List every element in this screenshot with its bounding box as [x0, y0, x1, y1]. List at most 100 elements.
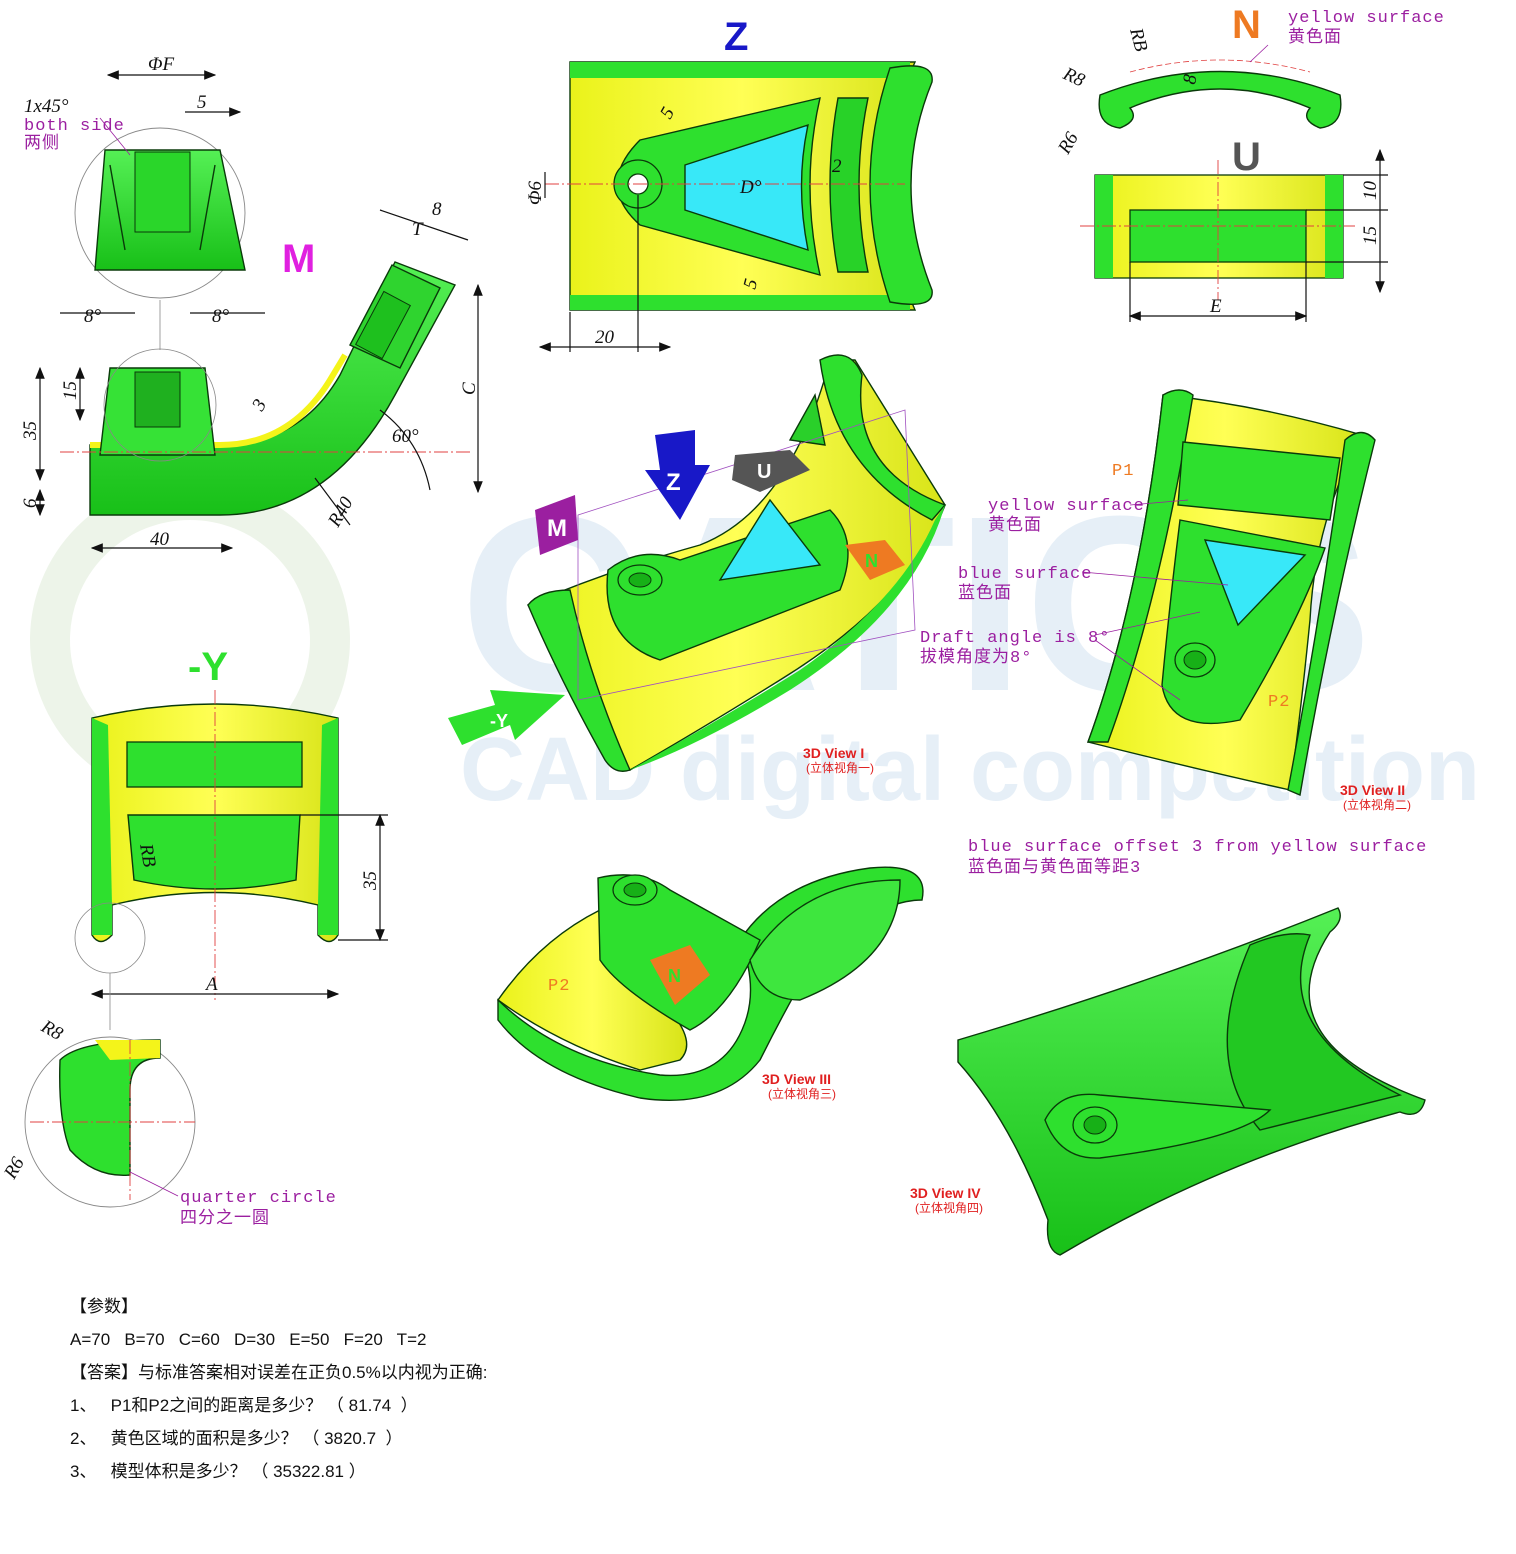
m-slot-inner — [354, 290, 412, 360]
dim-35-y: 35 — [360, 871, 381, 891]
view-3d-2: P1 P2 yellow surface 黄色面 blue surface 蓝色… — [920, 389, 1411, 812]
dim-r8-detail: R8 — [37, 1016, 67, 1045]
u-center-lines — [1080, 160, 1355, 300]
question-1: 1、 P1和P2之间的距离是多少？ （ 81.74 ） — [70, 1396, 418, 1415]
v4-body — [957, 907, 1426, 1256]
v3-yellow-face — [497, 909, 688, 1071]
dim-phi-f: ΦF — [148, 54, 174, 75]
note-draft-en: Draft angle is 8° — [920, 629, 1110, 648]
detail-boss-circle — [74, 127, 246, 299]
svg-text:U: U — [757, 461, 771, 483]
view-3d-3: N P2 3D View III (立体视角三) — [497, 866, 924, 1101]
dim-rb-top: RB — [1125, 25, 1152, 54]
detail-lip: R8 R6 quarter circle 四分之一圆 — [0, 1016, 337, 1229]
v4-subtitle: (立体视角四) — [915, 1200, 983, 1215]
dim-15: 15 — [60, 381, 81, 400]
view-m-label: M — [282, 237, 315, 281]
v3-n-marker — [650, 945, 710, 1005]
z-blue-surface — [684, 123, 809, 252]
note-yellow-surface-top-cn: 黄色面 — [1288, 27, 1342, 48]
svg-text:M: M — [547, 515, 567, 542]
note-yellow-cn: 黄色面 — [988, 515, 1042, 536]
view-u-label: U — [1232, 135, 1261, 179]
v2-blue-surface — [1203, 539, 1307, 627]
dim-r6-detail: R6 — [0, 1153, 29, 1183]
dim-8-m: 8 — [432, 199, 442, 220]
dim-t: T — [412, 219, 424, 240]
z-slot — [829, 97, 869, 273]
dim-6: 6 — [20, 498, 41, 508]
dim-60deg: 60° — [392, 426, 419, 447]
v1-blue-surface — [718, 498, 822, 581]
view-u: U 10 15 E — [1080, 135, 1388, 322]
answer-header: 【答案】与标准答案相对误差在正负0.5%以内视为正确: — [70, 1363, 488, 1382]
note-draft-cn: 拔模角度为8° — [920, 647, 1032, 668]
dim-8deg-right: 8° — [212, 306, 230, 327]
v1-m-marker — [535, 495, 578, 555]
m-boss-hole — [134, 371, 181, 428]
v1-n-marker — [845, 540, 905, 580]
note-both-side-cn: 两侧 — [24, 133, 60, 154]
note-blue-en: blue surface — [958, 565, 1092, 584]
v2-slot — [1177, 441, 1341, 521]
dim-c: C — [459, 382, 480, 395]
params-header: 【参数】 — [70, 1297, 138, 1316]
note-offset-en: blue surface offset 3 from yellow surfac… — [968, 838, 1427, 857]
note-p1: P1 — [1112, 462, 1134, 481]
view-z-label: Z — [724, 15, 748, 59]
view-n-label: N — [1232, 3, 1261, 47]
note-blue-cn: 蓝色面 — [958, 583, 1012, 604]
detail-boss: ΦF 5 1x45° both side 两侧 8° 8° — [24, 54, 265, 327]
note-chamfer: 1x45° — [24, 96, 69, 117]
v1-subtitle: (立体视角一) — [806, 760, 874, 775]
view-m: M 35 15 6 40 C 60° R40 3 8 T — [20, 199, 483, 553]
params-values: A=70 B=70 C=60 D=30 E=50 F=20 T=2 — [70, 1330, 427, 1349]
dim-r6-top: R6 — [1054, 128, 1083, 158]
note-p2-v3: P2 — [548, 977, 570, 996]
dim-rb-y: RB — [135, 841, 160, 869]
note-p2-v2: P2 — [1268, 693, 1290, 712]
dim-40: 40 — [150, 529, 170, 550]
dim-e: E — [1209, 296, 1222, 317]
dim-z-20: 20 — [595, 327, 615, 348]
dim-3: 3 — [248, 396, 271, 416]
svg-text:Z: Z — [666, 469, 681, 496]
svg-text:N: N — [865, 551, 878, 571]
view-3d-1: M Z U N -Y 3D View I (立体视角一) — [448, 354, 947, 775]
parameters-panel: 【参数】 A=70 B=70 C=60 D=30 E=50 F=20 T=2 【… — [70, 1290, 970, 1488]
note-quarter-circle-cn: 四分之一圆 — [180, 1208, 270, 1229]
detail-boss-hole — [134, 151, 191, 233]
v3-subtitle: (立体视角三) — [768, 1086, 836, 1101]
y-slot — [126, 741, 303, 788]
y-boss — [127, 814, 301, 890]
n-profile — [1098, 70, 1342, 129]
note-both-side-en: both side — [24, 117, 125, 136]
view-3d-4: 3D View IV (立体视角四) — [910, 907, 1426, 1256]
v2-title: 3D View II — [1340, 782, 1405, 798]
dim-15-u: 15 — [1360, 226, 1381, 245]
v1-sketch-plane — [577, 409, 916, 701]
v1-u-marker — [732, 450, 810, 492]
v2-subtitle: (立体视角二) — [1343, 797, 1411, 812]
z-curl — [869, 65, 933, 305]
dim-a: A — [204, 974, 218, 995]
note-yellow-en: yellow surface — [988, 497, 1145, 516]
note-yellow-surface-top-en: yellow surface — [1288, 9, 1445, 28]
view-neg-y-label: -Y — [188, 645, 228, 689]
note-quarter-circle-en: quarter circle — [180, 1189, 337, 1208]
v3-title: 3D View III — [762, 1071, 831, 1087]
dim-5-top: 5 — [197, 92, 207, 113]
dim-z-2: 2 — [832, 156, 842, 177]
dim-z-phi6: Φ6 — [525, 181, 546, 205]
engineering-drawing: CATICS CAD digital competition M 35 15 6… — [0, 3, 1480, 1256]
m-yellow-edge — [90, 353, 348, 448]
detail-lip-body — [59, 1039, 161, 1176]
question-2: 2、 黄色区域的面积是多少？ （ 3820.7 ） — [70, 1429, 403, 1448]
dim-r8-top: R8 — [1059, 63, 1088, 92]
svg-text:N: N — [668, 966, 681, 986]
v1-z-marker — [645, 430, 710, 520]
dim-35: 35 — [20, 421, 41, 441]
v4-title: 3D View IV — [910, 1185, 981, 1201]
dim-8-n: 8 — [1179, 72, 1201, 85]
view-neg-y: -Y RB 35 A — [74, 645, 388, 1030]
